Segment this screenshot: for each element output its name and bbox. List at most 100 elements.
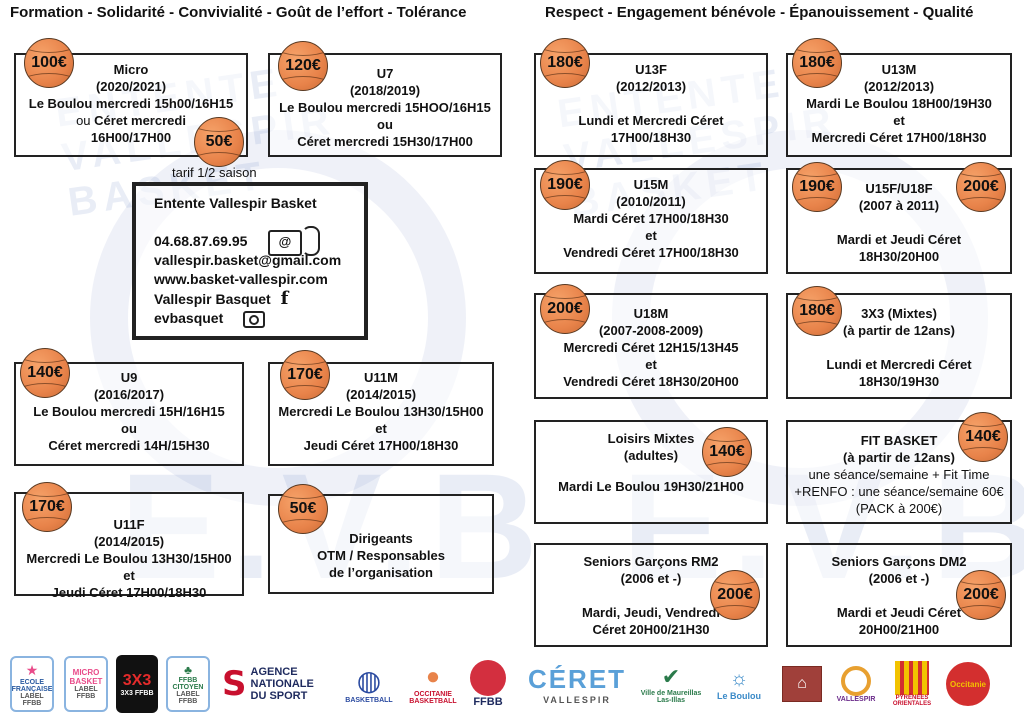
card-line1: Lundi et Mercredi Céret	[578, 113, 724, 128]
contact-box: Entente Vallespir Basket 04.68.87.69.95 …	[132, 182, 368, 340]
card-line3: Jeudi Céret 17H00/18H30	[303, 438, 459, 453]
card-line2: et	[375, 421, 387, 436]
card-title: U15M	[633, 177, 669, 192]
card-title: U13M	[881, 62, 917, 77]
card-years: (à partir de 12ans)	[843, 323, 955, 338]
card-line2: +RENFO : une séance/semaine 60€	[794, 484, 1004, 499]
logo-le-boulou: ☼Le Boulou	[717, 667, 761, 701]
card-line1: Dirigeants	[349, 531, 413, 546]
card-line2: et	[645, 357, 657, 372]
card-title: U13F	[635, 62, 667, 77]
card-dirigeants: Dirigeants OTM / Responsables de l’organ…	[268, 494, 494, 594]
card-line2: OTM / Responsables	[317, 548, 445, 563]
price-ball-fit: 140€	[958, 412, 1008, 462]
price-ball-rm2: 200€	[710, 570, 760, 620]
card-title: U11M	[364, 370, 398, 385]
half-season-label: tarif 1/2 saison	[172, 165, 257, 180]
card-line2: Céret 20H00/21H30	[592, 622, 710, 637]
card-title: Loisirs Mixtes	[607, 431, 695, 446]
card-line2: et	[893, 113, 905, 128]
card-line2: 18H30/19H30	[858, 374, 940, 389]
card-line3: Jeudi Céret 17H00/18H30	[51, 585, 207, 600]
card-line1: Mardi et Jeudi Céret	[836, 605, 962, 620]
card-seniors-rm2: Seniors Garçons RM2 (2006 et -) Mardi, J…	[534, 543, 768, 647]
price-ball-dirigeants: 50€	[278, 484, 328, 534]
facebook-icon: f	[280, 288, 289, 309]
card-years: (adultes)	[623, 448, 679, 463]
card-line1: Mercredi Le Boulou 13H30/15H00	[26, 551, 232, 566]
card-line1: Le Boulou mercredi 15HOO/16H15	[279, 100, 491, 115]
price-ball-u11f: 170€	[22, 482, 72, 532]
card-line1: Lundi et Mercredi Céret	[826, 357, 972, 372]
price-ball-u13m: 180€	[792, 38, 842, 88]
card-years: (2020/2021)	[95, 79, 167, 94]
card-line1: une séance/semaine + Fit Time	[808, 467, 990, 482]
price-ball-micro: 100€	[24, 38, 74, 88]
card-line2: 20H00/21H00	[858, 622, 940, 637]
price-ball-u18f: 200€	[956, 162, 1006, 212]
price-ball-u11m: 170€	[280, 350, 330, 400]
price-ball-dm2: 200€	[956, 570, 1006, 620]
card-title: Seniors Garçons RM2	[583, 554, 719, 569]
card-line1: Le Boulou mercredi 15H/16H15	[33, 404, 225, 419]
logo-communaute-vallespir: VALLESPIR	[834, 656, 878, 712]
motto-left: Formation - Solidarité - Convivialité - …	[10, 4, 467, 21]
card-line2: 17H00/18H30	[610, 130, 692, 145]
card-title: U18M	[633, 306, 669, 321]
card-years: (2016/2017)	[93, 387, 165, 402]
card-line3: Céret mercredi 14H/15H30	[48, 438, 210, 453]
contact-instagram[interactable]: evbasquet	[154, 310, 224, 326]
card-years: (2007-2008-2009)	[598, 323, 704, 338]
card-line3: Céret mercredi 15H30/17H00	[297, 134, 473, 149]
card-line1: Mardi Céret 17H00/18H30	[573, 211, 729, 226]
logo-agence-nationale-sport: S AGENCE NATIONALE DU SPORT	[222, 664, 314, 704]
card-title: U9	[120, 370, 138, 385]
card-title: U15F/U18F	[865, 181, 933, 196]
card-line1: Mardi Le Boulou 18H00/19H30	[806, 96, 992, 111]
contact-email[interactable]: vallespir.basket@gmail.com	[154, 252, 342, 268]
phone-handset-icon	[302, 226, 320, 256]
card-line1: Le Boulou mercredi 15h00/16H15	[28, 96, 234, 111]
card-line1: Mardi et Jeudi Céret	[836, 232, 962, 247]
camera-icon	[243, 310, 266, 328]
card-title: Micro	[113, 62, 149, 77]
price-ball-u7: 120€	[278, 41, 328, 91]
contact-facebook[interactable]: Vallespir Basquet	[154, 291, 271, 307]
logo-ffbb: FFBB	[466, 655, 510, 713]
logo-town-houses: ⌂	[782, 666, 822, 702]
card-years: (2006 et -)	[868, 571, 930, 586]
card-title: Seniors Garçons DM2	[831, 554, 967, 569]
price-ball-u9: 140€	[20, 348, 70, 398]
card-title: FIT BASKET	[860, 433, 938, 448]
motto-right: Respect - Engagement bénévole - Épanouis…	[545, 4, 974, 21]
logo-region-occitanie: Occitanie	[946, 662, 990, 706]
card-title: U11F	[113, 517, 145, 532]
card-u18m: U18M (2007-2008-2009) Mercredi Céret 12H…	[534, 293, 768, 399]
logo-maureillas: ✔Ville de Maureillas Las-Illas	[640, 664, 702, 704]
card-line3: de l’organisation	[328, 565, 433, 580]
card-line3: Vendredi Céret 18H30/20H00	[563, 374, 739, 389]
card-line2: et	[123, 568, 135, 583]
card-line1: Mardi Le Boulou 19H30/21H00	[558, 479, 744, 494]
ans-s-icon: S	[222, 664, 247, 704]
contact-website[interactable]: www.basket-vallespir.com	[154, 271, 328, 287]
card-line2: et	[645, 228, 657, 243]
price-ball-micro-half: 50€	[194, 117, 244, 167]
price-ball-u15f: 190€	[792, 162, 842, 212]
card-years: (2007 à 2011)	[858, 198, 940, 213]
card-years: (2012/2013)	[615, 79, 687, 94]
card-line3: Vendredi Céret 17H00/18H30	[563, 245, 739, 260]
card-years: (2018/2019)	[349, 83, 421, 98]
email-phone-icon: @	[268, 230, 302, 256]
card-line1: Mercredi Le Boulou 13H30/15H00	[278, 404, 484, 419]
club-name: Entente Vallespir Basket	[154, 195, 317, 211]
card-years: (2010/2011)	[616, 194, 686, 209]
